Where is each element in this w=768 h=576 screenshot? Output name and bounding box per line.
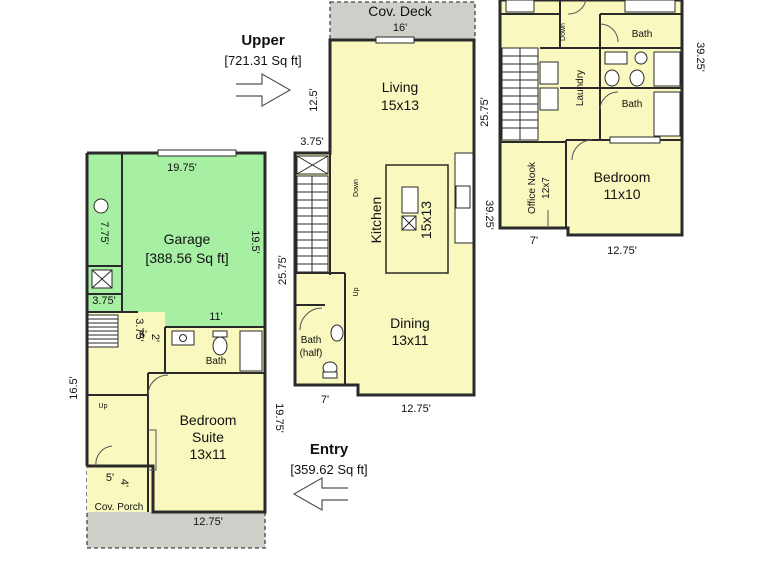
bedroom-suite-size: 13x11 bbox=[189, 446, 226, 462]
garage-label: Garage bbox=[164, 231, 211, 247]
upper-stairs bbox=[296, 175, 329, 273]
third-stairs-down: Down bbox=[560, 23, 567, 41]
third-bath-fixtures bbox=[604, 51, 681, 137]
upper-level bbox=[293, 1, 476, 397]
upper-bottom-small-dim: 7' bbox=[321, 394, 329, 406]
porch-a-dim: 5' bbox=[106, 472, 114, 484]
garage-area bbox=[87, 153, 265, 327]
laundry-label: Laundry bbox=[575, 70, 586, 106]
stair-b-dim: 5' bbox=[139, 329, 147, 341]
office-nook-label: Office Nook bbox=[527, 161, 538, 214]
third-bath-top-label: Bath bbox=[632, 29, 653, 40]
entry-mid-dim: 11' bbox=[209, 311, 223, 323]
half-bath-fixtures bbox=[322, 324, 344, 379]
upper-left-long-dim: 25.75' bbox=[277, 255, 289, 285]
upper-title: Upper bbox=[241, 32, 285, 49]
third-left-dim: 25.75' bbox=[479, 97, 491, 127]
half-bath-label-2: (half) bbox=[300, 348, 323, 359]
upper-bottom-dim: 12.75' bbox=[401, 403, 431, 415]
third-interior-walls bbox=[500, 0, 682, 228]
kitchen-island bbox=[385, 164, 449, 274]
upper-area: [721.31 Sq ft] bbox=[224, 53, 301, 68]
kitchen-label: Kitchen bbox=[368, 197, 384, 244]
entry-level bbox=[85, 149, 267, 549]
third-bedroom-size: 11x10 bbox=[603, 186, 640, 202]
office-nook-size: 12x7 bbox=[541, 177, 552, 199]
stair-c-dim: 2' bbox=[149, 334, 161, 342]
upper-stairs-down: Down bbox=[353, 179, 360, 197]
entry-stairs bbox=[87, 314, 119, 348]
entry-bottom-dim: 12.75' bbox=[193, 516, 223, 528]
upper-left-upper-dim: 12.5' bbox=[308, 88, 320, 112]
upper-right-long-dim: 39.25' bbox=[483, 200, 495, 230]
kitchen-sink-icon bbox=[401, 186, 419, 214]
dishwasher-box bbox=[401, 215, 417, 231]
garage-area-label: [388.56 Sq ft] bbox=[145, 250, 228, 266]
water-heater-dim: 7.75' bbox=[98, 221, 110, 245]
third-bedroom-label: Bedroom bbox=[594, 169, 651, 185]
cov-deck-label: Cov. Deck bbox=[368, 3, 433, 19]
cov-deck-area bbox=[330, 2, 475, 40]
living-label: Living bbox=[382, 79, 419, 95]
third-closets bbox=[505, 0, 676, 111]
deck-door bbox=[375, 36, 415, 44]
third-doors bbox=[547, 0, 619, 228]
entry-interior-walls bbox=[87, 153, 265, 512]
entry-outer-walls bbox=[85, 151, 267, 514]
cov-porch-strip bbox=[87, 512, 265, 548]
upper-stairs-up: Up bbox=[353, 287, 360, 296]
third-bottom-small-dim: 7' bbox=[530, 235, 538, 247]
bedroom-suite-area bbox=[87, 347, 265, 512]
third-bath-mid-label: Bath bbox=[622, 99, 643, 110]
closet-dim: 3.75' bbox=[92, 295, 116, 307]
bedroom-window bbox=[609, 136, 661, 144]
entry-stairs-up: Up bbox=[99, 403, 108, 410]
entry-bath-label: Bath bbox=[206, 356, 227, 367]
garage-right-dim: 19.5' bbox=[249, 230, 261, 254]
third-level bbox=[498, 0, 684, 237]
third-right-dim: 39.25' bbox=[694, 42, 706, 72]
upper-arrow-icon bbox=[236, 72, 292, 108]
garage-door bbox=[157, 149, 237, 157]
cov-porch-label: Cov. Porch bbox=[95, 502, 144, 513]
kitchen-size: 15x13 bbox=[418, 201, 434, 239]
porch-b-dim: 4' bbox=[118, 479, 130, 487]
entry-right-dim: 19.75' bbox=[273, 403, 285, 433]
upper-step-dim: 3.75' bbox=[300, 136, 324, 148]
closet-box bbox=[91, 269, 113, 289]
stair-a-dim: 3.75' bbox=[133, 318, 145, 342]
bedroom-suite-label: Bedroom bbox=[180, 412, 237, 428]
entry-left-dim: 16.5' bbox=[68, 376, 80, 400]
upper-doors bbox=[299, 307, 323, 331]
upper-closet-box bbox=[296, 155, 329, 175]
entry-doors bbox=[95, 374, 169, 471]
entry-bath-fixtures bbox=[171, 330, 263, 372]
entry-title: Entry bbox=[310, 441, 349, 458]
entry-area: [359.62 Sq ft] bbox=[290, 462, 367, 477]
dining-size: 13x11 bbox=[391, 332, 428, 348]
entry-arrow-icon bbox=[292, 476, 348, 512]
bedroom-suite-label-2: Suite bbox=[192, 429, 224, 445]
water-heater-icon bbox=[93, 198, 109, 214]
third-stairs bbox=[501, 47, 539, 141]
upper-outline bbox=[293, 38, 476, 397]
entry-top-dim: 19.75' bbox=[167, 162, 197, 174]
third-bottom-dim: 12.75' bbox=[607, 245, 637, 257]
dining-label: Dining bbox=[390, 315, 430, 331]
range-icon bbox=[455, 185, 471, 209]
half-bath-label: Bath bbox=[301, 335, 322, 346]
upper-interior-walls bbox=[295, 153, 346, 385]
living-size: 15x13 bbox=[381, 97, 419, 113]
deck-width-dim: 16' bbox=[393, 22, 407, 34]
